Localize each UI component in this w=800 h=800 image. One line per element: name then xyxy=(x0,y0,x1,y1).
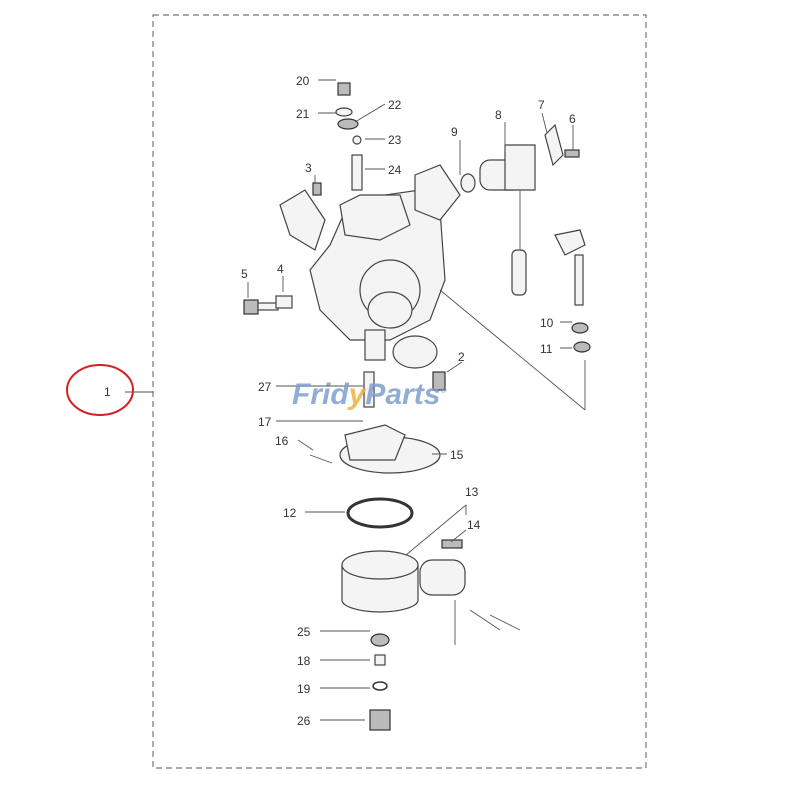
assembly-boundary xyxy=(152,14,647,769)
callout-19: 19 xyxy=(297,682,311,696)
callout-12: 12 xyxy=(283,506,297,520)
highlight-circle xyxy=(66,364,134,416)
callout-15: 15 xyxy=(450,448,464,462)
callout-14: 14 xyxy=(467,518,481,532)
callout-3: 3 xyxy=(305,161,312,175)
watermark-logo: FridyParts® xyxy=(292,378,446,412)
callout-22: 22 xyxy=(388,98,402,112)
callout-25: 25 xyxy=(297,625,311,639)
small-parts xyxy=(243,82,591,408)
callout-16: 16 xyxy=(275,434,289,448)
registered-mark: ® xyxy=(440,386,447,395)
watermark-text-b: Parts xyxy=(365,378,441,411)
callout-9: 9 xyxy=(451,125,458,139)
callout-21: 21 xyxy=(296,107,310,121)
callout-20: 20 xyxy=(296,74,310,88)
callout-4: 4 xyxy=(277,262,284,276)
leader-lines xyxy=(247,79,586,721)
callout-27: 27 xyxy=(258,380,272,394)
callout-24: 24 xyxy=(388,163,402,177)
carburetor-body xyxy=(279,164,461,361)
callout-17: 17 xyxy=(258,415,272,429)
assembly-label: 1 xyxy=(104,385,111,399)
callout-7: 7 xyxy=(538,98,545,112)
watermark-text-a: Frid xyxy=(292,378,349,411)
callout-13: 13 xyxy=(465,485,479,499)
callout-8: 8 xyxy=(495,108,502,122)
callout-2: 2 xyxy=(458,350,465,364)
callout-18: 18 xyxy=(297,654,311,668)
callout-5: 5 xyxy=(241,267,248,281)
callout-10: 10 xyxy=(540,316,554,330)
callout-6: 6 xyxy=(569,112,576,126)
float-bowl-parts xyxy=(309,424,521,731)
callout-26: 26 xyxy=(297,714,311,728)
watermark-check-y: y xyxy=(348,378,366,411)
callout-11: 11 xyxy=(540,342,553,356)
callout-23: 23 xyxy=(388,133,402,147)
